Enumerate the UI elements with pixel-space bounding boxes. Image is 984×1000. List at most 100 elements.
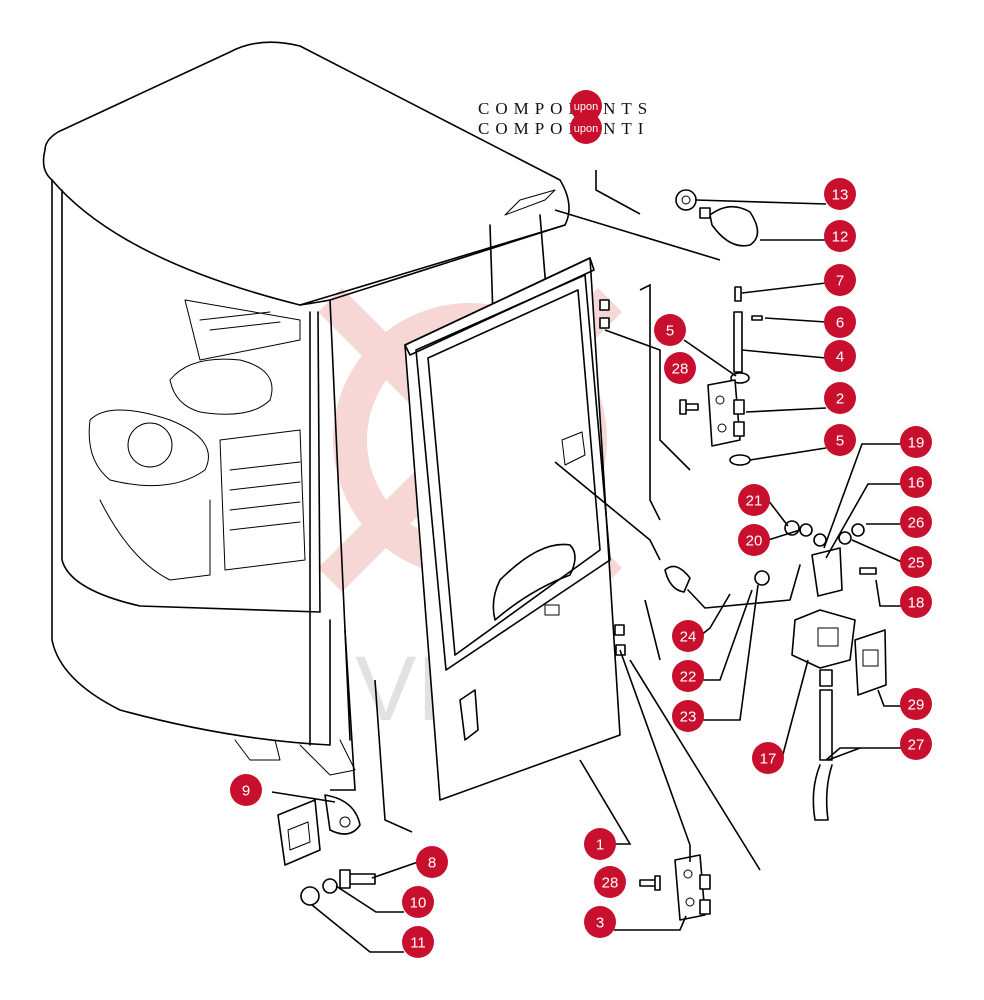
callout-label: 18 (908, 595, 925, 612)
callout-c23: 23 (672, 700, 704, 732)
callout-c5a: 5 (654, 314, 686, 346)
callout-c2: 2 (824, 382, 856, 414)
callout-c4: 4 (824, 340, 856, 372)
callout-label: 24 (680, 629, 697, 646)
callout-label: 16 (908, 475, 925, 492)
callout-c24: 24 (672, 620, 704, 652)
part-washer-13 (675, 189, 697, 211)
callout-c28a: 28 (664, 352, 696, 384)
callout-c9: 9 (230, 774, 262, 806)
callout-label: 10 (410, 895, 427, 912)
header-badge-upper (570, 90, 602, 122)
callout-c8: 8 (416, 846, 448, 878)
callout-marker (900, 586, 932, 618)
callout-marker (824, 424, 856, 456)
callout-label: 23 (680, 709, 697, 726)
header-line-2: COMPONENTI (478, 119, 649, 138)
callout-label: 4 (836, 349, 844, 366)
parts (277, 189, 887, 921)
callout-marker (824, 264, 856, 296)
part-hinge-pin (730, 286, 763, 384)
callout-label: 17 (760, 751, 777, 768)
callout-marker (824, 340, 856, 372)
part-hinge-upper (707, 379, 751, 466)
callout-marker (900, 466, 932, 498)
part-hose-27 (812, 689, 833, 821)
callout-label: 20 (746, 533, 763, 550)
callout-marker (672, 620, 704, 652)
callout-label: 22 (680, 669, 697, 686)
callout-c7: 7 (824, 264, 856, 296)
callout-marker (738, 524, 770, 556)
callout-marker (584, 828, 616, 860)
callout-label: 9 (242, 783, 250, 800)
part-lock-block (791, 609, 887, 696)
header-badge-upper-text: upon (574, 101, 598, 113)
callout-c29: 29 (900, 688, 932, 720)
callout-marker (824, 382, 856, 414)
callout-marker (900, 688, 932, 720)
callout-marker (584, 906, 616, 938)
part-handle-rod (664, 564, 801, 609)
callout-c16: 16 (900, 466, 932, 498)
callout-marker (900, 506, 932, 538)
callout-label: 11 (410, 935, 426, 952)
callout-c21: 21 (738, 484, 770, 516)
callout-c28b: 28 (594, 866, 626, 898)
callout-c13: 13 (824, 178, 856, 210)
callout-c27: 27 (900, 728, 932, 760)
callout-marker (752, 742, 784, 774)
callout-c3: 3 (584, 906, 616, 938)
callout-c19: 19 (900, 426, 932, 458)
callout-label: 5 (666, 323, 674, 340)
callout-marker (402, 886, 434, 918)
callout-marker (654, 314, 686, 346)
callout-label: 21 (746, 493, 763, 510)
callout-label: 5 (836, 433, 844, 450)
callout-c20: 20 (738, 524, 770, 556)
callout-marker (402, 926, 434, 958)
callout-marker (664, 352, 696, 384)
callout-label: 29 (908, 697, 925, 714)
callout-marker (594, 866, 626, 898)
callout-c1: 1 (584, 828, 616, 860)
callout-label: 7 (836, 273, 844, 290)
callout-marker (900, 546, 932, 578)
callout-marker (824, 178, 856, 210)
header-line-1: COMPONENTS (478, 99, 653, 118)
part-latch (784, 520, 877, 597)
callout-c18: 18 (900, 586, 932, 618)
callout-c22: 22 (672, 660, 704, 692)
callout-label: 8 (428, 855, 436, 872)
callout-marker (416, 846, 448, 878)
callout-marker (230, 774, 262, 806)
header-badge-lower-text: upon (574, 123, 598, 135)
callout-label: 25 (908, 555, 925, 572)
callout-marker (824, 220, 856, 252)
callout-label: 26 (908, 515, 925, 532)
callout-marker (738, 484, 770, 516)
callout-marker (824, 306, 856, 338)
part-hinge-lower (639, 854, 711, 921)
callout-c17: 17 (752, 742, 784, 774)
callout-label: 27 (908, 737, 925, 754)
callout-label: 28 (672, 361, 689, 378)
callout-label: 12 (832, 229, 849, 246)
callout-c12: 12 (824, 220, 856, 252)
callout-label: 13 (832, 187, 849, 204)
callout-label: 1 (596, 837, 604, 854)
callout-c26: 26 (900, 506, 932, 538)
callout-c11: 11 (402, 926, 434, 958)
callout-label: 6 (836, 315, 844, 332)
part-knob-12 (699, 205, 759, 247)
page-header: COMPONENTS COMPONENTI upon upon (478, 90, 653, 144)
part-bracket-9 (277, 794, 361, 866)
part-screw-28 (679, 399, 699, 415)
callout-label: 2 (836, 391, 844, 408)
leader-lines (271, 170, 903, 953)
callout-marker (900, 426, 932, 458)
callout-label: 28 (602, 875, 619, 892)
